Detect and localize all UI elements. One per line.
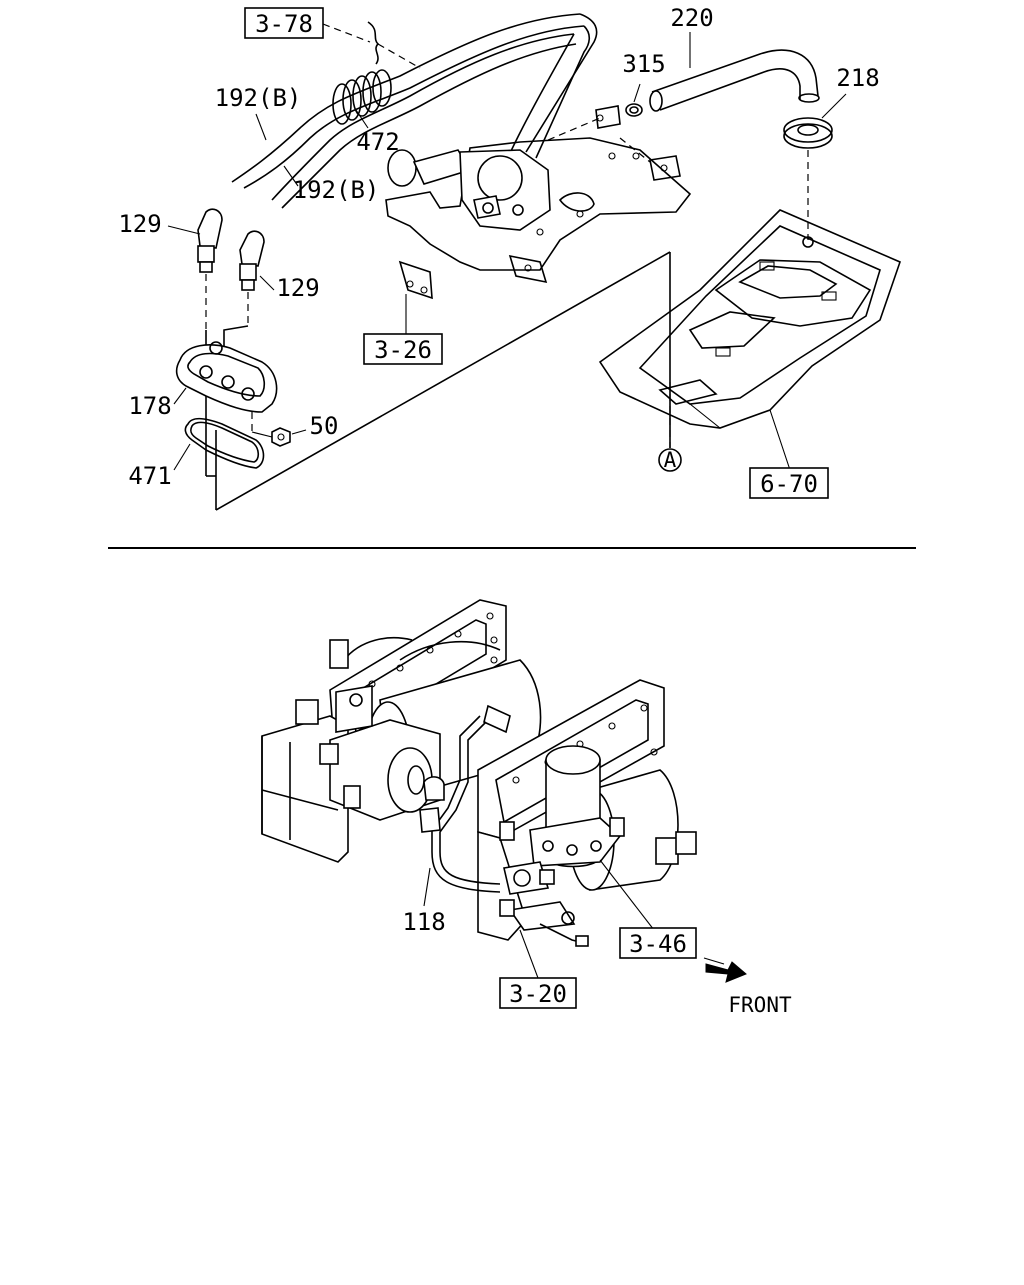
leader-315: [633, 83, 641, 103]
ref-box-6-70: 6-70: [749, 467, 829, 499]
leader-3-20: [519, 929, 539, 979]
break-symbol: [367, 21, 380, 65]
leader-471: [173, 443, 191, 471]
cover-plate-178: [175, 341, 278, 413]
leader-118: [423, 867, 431, 907]
ref-6-70-text: 6-70: [760, 470, 818, 498]
leader-3-78-b: [377, 43, 421, 69]
leader-3-78: [322, 23, 371, 43]
label-178: 178: [128, 392, 171, 420]
ref-3-78-text: 3-78: [255, 10, 313, 38]
label-129-left: 129: [118, 210, 161, 238]
lower-fittings: [499, 861, 589, 947]
hose-220: [649, 49, 820, 112]
tank-floor-panel: [598, 209, 901, 429]
hose-clamp-bundle: [332, 69, 392, 125]
label-315: 315: [622, 50, 665, 78]
elbow-129-right: [239, 230, 265, 291]
leader-192b-bottom: [283, 165, 299, 187]
leader-129-right: [259, 275, 275, 291]
leader-3-46: [599, 859, 655, 931]
leader-129-left: [167, 225, 201, 235]
line-a-diagonal: [215, 251, 671, 511]
elbow-129-left: [197, 208, 223, 273]
ref-3-46-text: 3-46: [629, 930, 687, 958]
dash-valve-2: [619, 137, 651, 163]
leader-218: [821, 93, 847, 119]
gasket-471: [184, 417, 265, 469]
label-472: 472: [356, 128, 399, 156]
ref-box-3-78: 3-78: [244, 7, 324, 39]
ref-3-26-text: 3-26: [374, 336, 432, 364]
upper-view: 3-78: [118, 4, 901, 511]
label-218: 218: [836, 64, 879, 92]
marker-a-text: A: [664, 448, 677, 472]
hose-assembly-472: [231, 13, 598, 209]
label-129-right: 129: [276, 274, 319, 302]
leader-472: [355, 109, 369, 129]
leader-50: [291, 429, 307, 435]
left-valve-block: [261, 639, 441, 863]
valve-body: [387, 149, 551, 231]
line-stud-nut: [251, 431, 273, 438]
circle-marker-a: A: [658, 448, 682, 472]
dash-valve-1: [547, 117, 601, 141]
leader-6-70: [769, 409, 791, 471]
pipe-118: [419, 704, 511, 893]
nut-50: [271, 427, 291, 447]
clamp-315: [625, 103, 643, 117]
leader-192b-top: [255, 113, 267, 141]
label-118: 118: [402, 908, 445, 936]
ref-3-20-text: 3-20: [509, 980, 567, 1008]
ref-box-3-46: 3-46: [619, 927, 697, 959]
front-label: FRONT: [728, 993, 792, 1017]
leader-178: [173, 387, 187, 405]
lower-view: 118 3-46 3-20 FRONT: [261, 599, 792, 1017]
label-50: 50: [310, 412, 339, 440]
label-471: 471: [128, 462, 171, 490]
front-arrow-icon: [703, 957, 747, 983]
label-192b-top: 192(B): [215, 84, 302, 112]
label-192b-bottom: 192(B): [293, 176, 380, 204]
valve-bracket: [385, 105, 692, 300]
air-dryer-canister: [499, 745, 697, 891]
ref-box-3-26: 3-26: [363, 333, 443, 365]
label-220: 220: [670, 4, 713, 32]
grommet-218: [783, 117, 833, 149]
ref-box-3-20: 3-20: [499, 977, 577, 1009]
